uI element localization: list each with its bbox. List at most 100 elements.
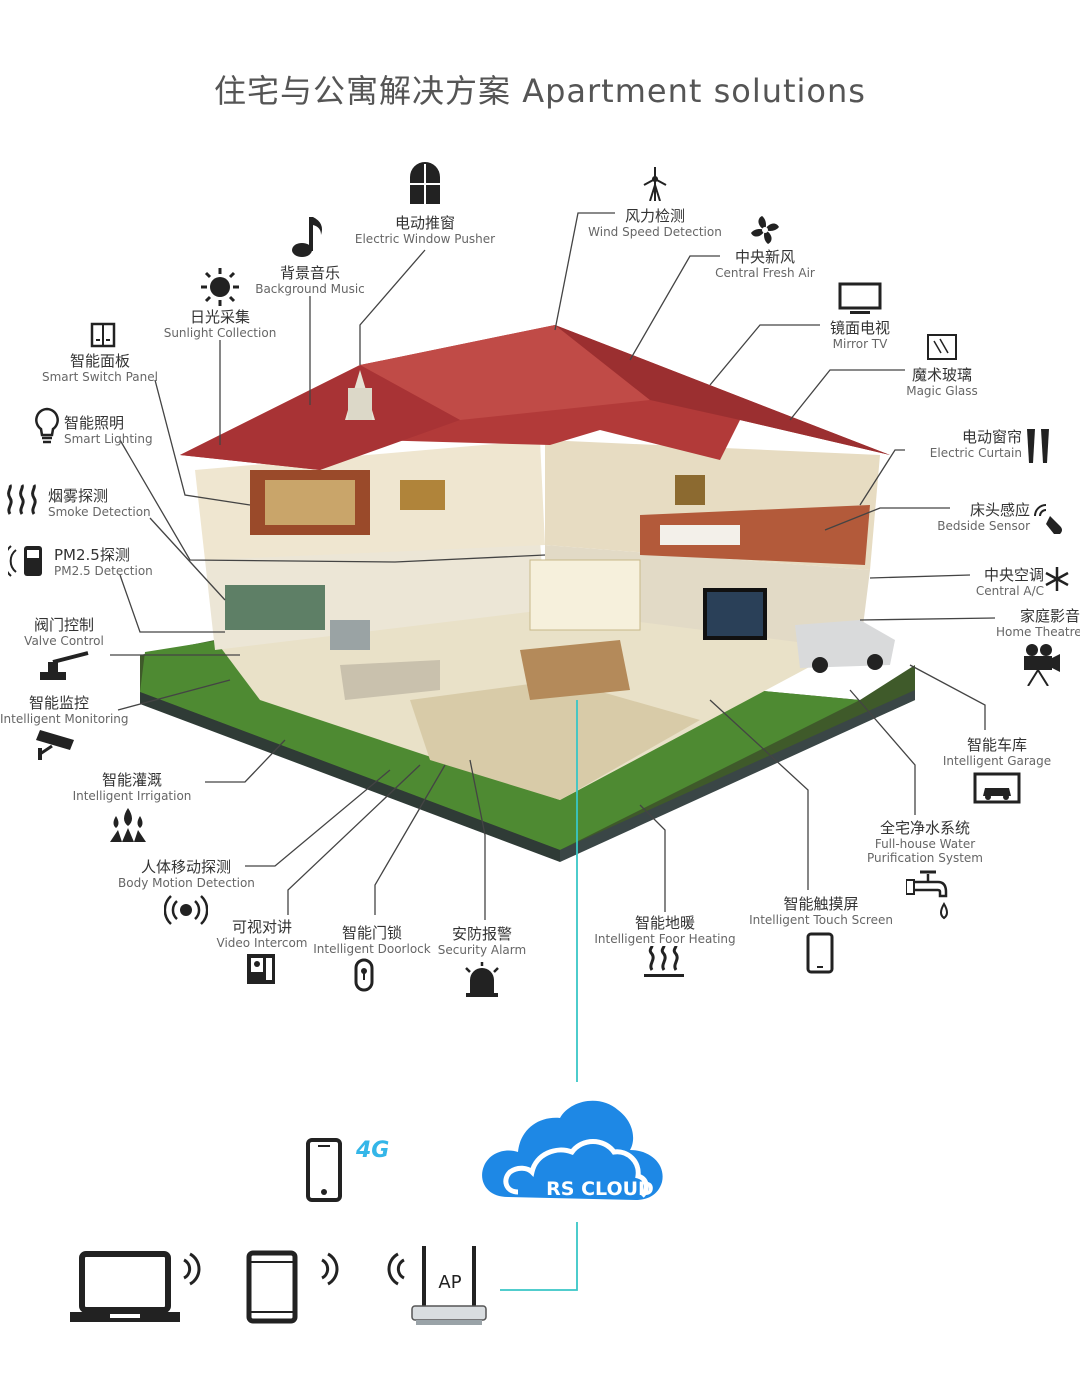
label-zh: 智能监控: [28, 694, 89, 712]
tablet-device-icon: [246, 1250, 298, 1324]
label-zh: 烟雾探测: [48, 487, 109, 505]
alarm-icon: [465, 962, 499, 997]
label-central-fresh-air: 中央新风 Central Fresh Air: [710, 248, 820, 280]
label-en: Intelligent Monitoring: [0, 712, 129, 726]
label-zh: 床头感应: [969, 501, 1030, 519]
snowflake-icon: [1045, 567, 1069, 591]
label-body-motion-detection: 人体移动探测 Body Motion Detection: [118, 858, 255, 890]
label-zh: 中央空调: [983, 566, 1044, 584]
wind-turbine-icon: [643, 167, 667, 201]
label-pm25-detection: PM2.5探测 PM2.5 Detection: [54, 546, 164, 578]
label-zh: 智能照明: [64, 414, 125, 432]
label-zh: 背景音乐: [279, 264, 340, 282]
label-smart-switch-panel: 智能面板 Smart Switch Panel: [40, 352, 160, 384]
motion-icon: [164, 895, 208, 925]
label-en: Smoke Detection: [48, 505, 151, 519]
label-en: Sunlight Collection: [163, 326, 277, 340]
label-valve-control: 阀门控制 Valve Control: [14, 616, 114, 648]
label-en: Electric Curtain: [929, 446, 1022, 460]
label-en: Home Theatre: [996, 625, 1080, 639]
label-background-music: 背景音乐 Background Music: [250, 264, 370, 296]
label-en: Background Music: [255, 282, 365, 296]
faucet-icon: [906, 870, 948, 920]
label-intelligent-garage: 智能车库 Intelligent Garage: [940, 736, 1054, 768]
label-sunlight-collection: 日光采集 Sunlight Collection: [160, 308, 280, 340]
glass-icon: [927, 334, 957, 360]
music-note-icon: [292, 217, 322, 257]
label-intelligent-irrigation: 智能灌溉 Intelligent Irrigation: [72, 771, 192, 803]
label-en: Intelligent Doorlock: [313, 942, 431, 956]
label-en: Central A/C: [975, 584, 1044, 598]
camera-icon: [36, 730, 74, 760]
label-zh: 智能面板: [69, 352, 130, 370]
label-zh: 智能地暖: [634, 914, 695, 932]
intercom-icon: [247, 954, 275, 984]
label-en: Electric Window Pusher: [354, 232, 496, 246]
label-zh: PM2.5探测: [54, 546, 130, 564]
bulb-icon: [35, 407, 59, 444]
label-zh: 全宅净水系统: [879, 819, 970, 837]
label-zh: 阀门控制: [33, 616, 94, 634]
label-smoke-detection: 烟雾探测 Smoke Detection: [48, 487, 158, 519]
tablet-icon: [806, 932, 834, 974]
label-en: Wind Speed Detection: [588, 225, 722, 239]
label-zh: 电动窗帘: [961, 428, 1022, 446]
garage-icon: [973, 772, 1021, 804]
label-home-theatre: 家庭影音 Home Theatre: [996, 607, 1080, 639]
label-en: Video Intercom: [216, 936, 308, 950]
cloud-label: RS CLOUD: [546, 1178, 654, 1200]
label-zh: 日光采集: [189, 308, 250, 326]
label-en: Smart Switch Panel: [42, 370, 158, 384]
label-en: Intelligent Irrigation: [72, 789, 192, 803]
label-en: PM2.5 Detection: [54, 564, 153, 578]
fan-icon: [751, 216, 779, 244]
label-zh: 智能灌溉: [101, 771, 162, 789]
label-zh: 智能门锁: [341, 924, 402, 942]
label-en-line2: Purification System: [867, 851, 983, 865]
label-en: Security Alarm: [437, 943, 527, 957]
mobile-phone-icon: [306, 1138, 342, 1202]
cloud-icon: [482, 1100, 663, 1200]
label-video-intercom: 可视对讲 Video Intercom: [214, 918, 310, 950]
label-zh: 智能车库: [966, 736, 1027, 754]
label-mirror-tv: 镜面电视 Mirror TV: [810, 319, 910, 351]
irrigation-icon: [110, 808, 146, 842]
label-central-ac: 中央空调 Central A/C: [960, 566, 1044, 598]
label-en: Mirror TV: [832, 337, 888, 351]
label-en: Body Motion Detection: [118, 876, 255, 890]
label-floor-heating: 智能地暖 Intelligent Foor Heating: [594, 914, 736, 946]
tv-icon: [838, 282, 882, 314]
label-zh: 中央新风: [734, 248, 795, 266]
label-security-alarm: 安防报警 Security Alarm: [434, 925, 530, 957]
label-en: Intelligent Foor Heating: [594, 932, 736, 946]
pm-detector-icon: [8, 545, 42, 577]
label-wind-speed-detection: 风力检测 Wind Speed Detection: [585, 207, 725, 239]
label-zh: 电动推窗: [394, 214, 455, 232]
wifi-signal-icon: [387, 1252, 405, 1286]
label-electric-curtain: 电动窗帘 Electric Curtain: [920, 428, 1022, 460]
label-en: Central Fresh Air: [715, 266, 815, 280]
switch-panel-icon: [90, 322, 116, 348]
label-bedside-sensor: 床头感应 Bedside Sensor: [926, 501, 1030, 533]
label-zh: 人体移动探测: [140, 858, 231, 876]
router-icon: [411, 1246, 487, 1325]
page-title: 住宅与公寓解决方案 Apartment solutions: [214, 72, 866, 110]
hand-sensor-icon: [1034, 504, 1062, 534]
router-label: AP: [438, 1272, 462, 1293]
lock-icon: [354, 958, 374, 992]
label-en: Intelligent Garage: [942, 754, 1052, 768]
heating-icon: [644, 946, 684, 977]
label-zh: 可视对讲: [231, 918, 292, 936]
label-intelligent-monitoring: 智能监控 Intelligent Monitoring: [0, 694, 129, 726]
valve-icon: [40, 651, 89, 680]
label-magic-glass: 魔术玻璃 Magic Glass: [892, 366, 992, 398]
label-zh: 安防报警: [451, 925, 512, 943]
label-zh: 风力检测: [624, 207, 685, 225]
smoke-icon: [7, 484, 37, 515]
label-en: Intelligent Touch Screen: [749, 913, 893, 927]
label-zh: 镜面电视: [829, 319, 890, 337]
label-en: Smart Lighting: [64, 432, 153, 446]
label-en-line1: Full-house Water: [874, 837, 976, 851]
